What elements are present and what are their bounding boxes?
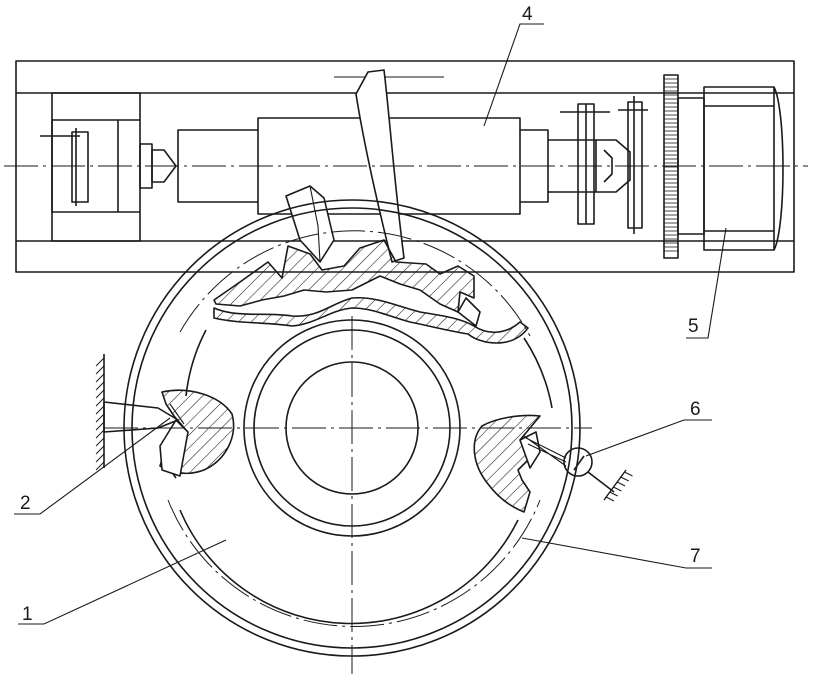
label-1: 1 — [22, 604, 33, 625]
label-4: 4 — [522, 4, 533, 25]
label-5: 5 — [688, 316, 699, 337]
label-7: 7 — [690, 546, 701, 567]
tick-mark — [96, 374, 104, 382]
tick-mark — [96, 462, 104, 470]
gear-right-tooth-section — [474, 415, 540, 512]
tick-mark — [96, 454, 104, 462]
leader-4: 4 — [484, 4, 544, 126]
dial-bracket — [560, 96, 648, 234]
tick-mark — [96, 406, 104, 414]
tick-mark — [621, 477, 629, 481]
rack-tooth-section-top — [214, 240, 528, 343]
tick-mark — [606, 497, 614, 501]
tick-mark — [96, 446, 104, 454]
leader-5: 5 — [686, 228, 726, 338]
tick-mark — [96, 430, 104, 438]
tick-mark — [96, 422, 104, 430]
tick-mark — [610, 492, 618, 496]
tailstock — [40, 93, 140, 241]
tick-mark — [96, 398, 104, 406]
tick-mark — [96, 358, 104, 366]
tick-mark — [96, 438, 104, 446]
dial-indicator — [524, 436, 633, 501]
headstock — [678, 87, 783, 250]
label-2: 2 — [20, 493, 31, 514]
tick-mark — [96, 366, 104, 374]
tick-mark — [625, 472, 633, 476]
leader-7: 7 — [522, 538, 712, 568]
gear-left-tooth-section — [160, 390, 234, 476]
leader-2: 2 — [14, 418, 170, 514]
tick-mark — [96, 390, 104, 398]
label-6: 6 — [690, 399, 701, 420]
tick-mark — [613, 487, 621, 491]
tick-mark — [96, 382, 104, 390]
leader-6: 6 — [586, 399, 712, 456]
tick-mark — [96, 414, 104, 422]
tick-mark — [617, 482, 625, 486]
